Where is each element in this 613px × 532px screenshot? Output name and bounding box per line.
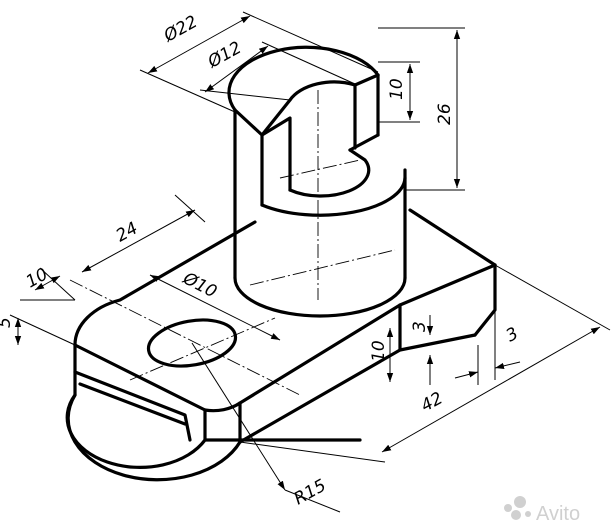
dim-height-10-top: 10 [387,78,407,100]
vertical-cylinder [227,45,407,318]
dim-height-26: 26 [435,103,455,125]
dim-diameter-22: Ø22 [160,12,201,47]
dim-diameter-10: Ø10 [179,268,220,302]
avito-logo-icon [504,496,531,520]
dim-radius-15: R15 [291,476,330,510]
dimension-labels: Ø22 Ø12 10 26 24 Ø10 10 5 10 3 3 42 R15 [0,12,522,509]
avito-watermark: Avito [504,496,580,525]
base-hole [69,279,301,396]
dim-gap-3-a: 3 [410,321,430,332]
base-plate [65,208,497,482]
dim-thickness-5: 5 [0,317,15,328]
dim-gap-3-b: 3 [503,324,522,347]
dim-length-42: 42 [418,388,447,416]
avito-watermark-text: Avito [536,503,580,525]
dimension-lines [9,11,611,513]
dim-height-10-base: 10 [369,340,389,362]
dim-width-10-left: 10 [23,264,52,292]
